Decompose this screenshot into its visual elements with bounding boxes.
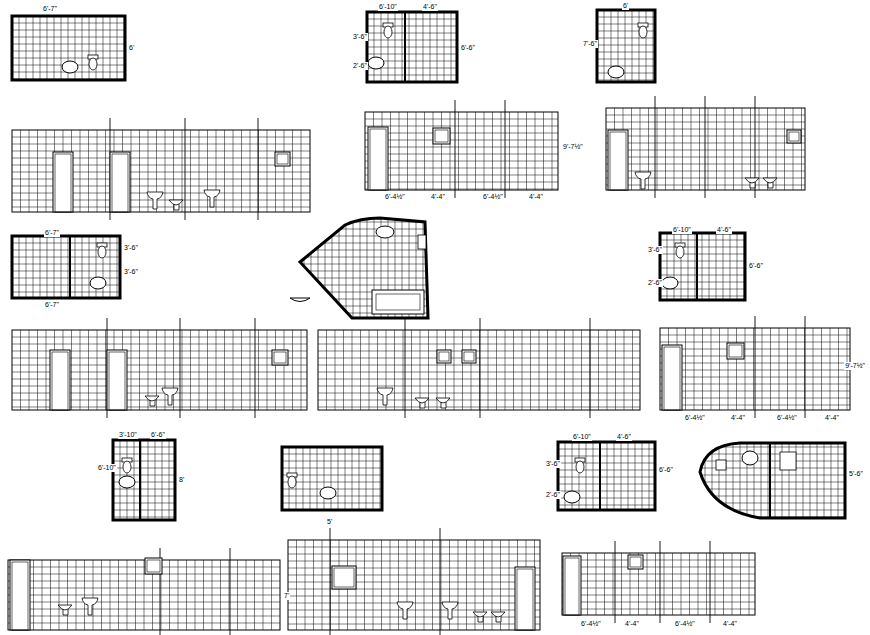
- dimension-label: 4'-6": [422, 3, 438, 11]
- tile-elevation: [606, 96, 805, 198]
- tile-elevation: [365, 100, 558, 198]
- dimension-label: 6'-10": [672, 226, 692, 234]
- dimension-label: 3'-6": [647, 246, 663, 254]
- dimension-label: 5': [326, 518, 333, 526]
- dimension-label: 6'-4½": [580, 620, 602, 628]
- dimension-label: 7': [283, 592, 290, 600]
- dimension-label: 4'-6": [716, 226, 732, 234]
- bathroom-plan: [367, 12, 457, 82]
- tile-elevation: [318, 318, 640, 418]
- dimension-label: 6'-6": [460, 44, 476, 52]
- dimension-label: 9'-7½": [562, 143, 584, 151]
- dimension-label: 6'-6": [150, 431, 166, 439]
- dimension-label: 9'-7½": [844, 362, 866, 370]
- bathroom-plan: [282, 447, 382, 510]
- dimension-label: 7'-6": [582, 40, 598, 48]
- dimension-label: 6'-4½": [384, 193, 406, 201]
- dimension-label: 6': [622, 2, 629, 10]
- dimension-label: 6'-4½": [776, 414, 798, 422]
- dimension-label: 6': [128, 44, 135, 52]
- curved-plan: [290, 215, 430, 320]
- dimension-label: 5'-6": [848, 470, 864, 478]
- dimension-label: 6'-4½": [482, 193, 504, 201]
- dimension-label: 6'-4½": [674, 620, 696, 628]
- dimension-label: 6'-6": [658, 466, 674, 474]
- bathroom-plan: [12, 236, 120, 298]
- dimension-label: 4'-4": [824, 414, 840, 422]
- dimension-label: 6'-7": [42, 5, 58, 13]
- dimension-label: 3'-10": [118, 431, 138, 439]
- dimension-label: 6'-7": [44, 229, 60, 237]
- dimension-label: 3'-6": [123, 268, 139, 276]
- dimension-label: 8': [178, 476, 185, 484]
- tile-elevation: [562, 541, 755, 623]
- tile-elevation: [8, 548, 280, 635]
- dimension-label: 6'-7": [44, 301, 60, 309]
- dimension-label: 4'-4": [722, 620, 738, 628]
- dimension-label: 6'-4½": [684, 414, 706, 422]
- dimension-label: 3'-6": [545, 460, 561, 468]
- curved-plan: [698, 440, 848, 520]
- plan-fixtures: [290, 226, 796, 470]
- dimension-label: 2'-6": [352, 62, 368, 70]
- tile-elevation: [12, 118, 310, 220]
- dimension-label: 6'-10": [378, 3, 398, 11]
- dimension-label: 4'-4": [624, 620, 640, 628]
- dimension-label: 6'-10": [97, 464, 117, 472]
- tile-elevation: [660, 316, 850, 418]
- dimension-label: 2'-6": [647, 279, 663, 287]
- bathroom-plan: [660, 233, 745, 300]
- dimension-label: 4'-4": [528, 193, 544, 201]
- bathroom-plan: [113, 440, 175, 520]
- tile-elevation: [12, 318, 307, 418]
- dimension-label: 4'-6": [616, 433, 632, 441]
- dimension-label: 4'-4": [430, 193, 446, 201]
- dimension-label: 3'-6": [352, 33, 368, 41]
- dimension-label: 6'-10": [572, 433, 592, 441]
- bathroom-plan: [597, 10, 655, 82]
- dimension-label: 4'-4": [730, 414, 746, 422]
- dimension-label: 6'-6": [748, 262, 764, 270]
- dimension-label: 2'-6": [545, 491, 561, 499]
- bathroom-plan: [558, 442, 655, 510]
- tile-elevation: [288, 528, 540, 635]
- dimension-label: 3'-6": [123, 244, 139, 252]
- bathroom-plan: [12, 16, 125, 80]
